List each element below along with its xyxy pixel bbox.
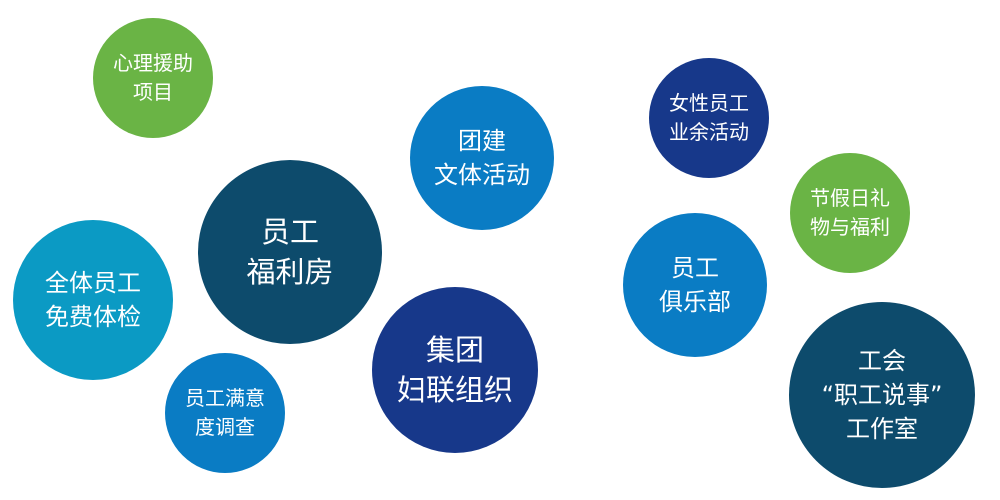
bubble-label: 福利房 xyxy=(246,255,334,289)
bubble-label: 物与福利 xyxy=(810,215,890,239)
bubble-label: 业余活动 xyxy=(669,120,749,144)
bubble-label: 女性员工 xyxy=(669,91,749,115)
bubble-label: 团建 xyxy=(458,127,506,155)
bubble-label: 节假日礼 xyxy=(810,186,890,210)
bubble-female-activities: 女性员工 业余活动 xyxy=(649,58,769,178)
bubble-staff-housing: 员工 福利房 xyxy=(198,160,382,344)
bubble-label: “职工说事” xyxy=(821,381,943,409)
bubble-holiday-gifts: 节假日礼 物与福利 xyxy=(790,153,910,273)
bubble-satisfaction-survey: 员工满意 度调查 xyxy=(165,353,285,473)
bubble-label: 集团 xyxy=(425,333,484,367)
bubble-label: 妇联组织 xyxy=(396,373,513,407)
bubble-womens-federation: 集团 妇联组织 xyxy=(372,287,538,453)
bubble-psychological-aid: 心理援助 项目 xyxy=(93,18,213,138)
bubble-label: 工会 xyxy=(858,347,906,375)
bubble-team-building: 团建 文体活动 xyxy=(410,86,554,230)
bubble-label: 心理援助 xyxy=(113,51,193,75)
bubble-union-studio: 工会 “职工说事” 工作室 xyxy=(789,302,975,488)
bubble-staff-club: 员工 俱乐部 xyxy=(623,213,767,357)
bubble-label: 全体员工 xyxy=(45,269,141,297)
bubble-label: 员工 xyxy=(671,254,719,282)
bubble-label: 文体活动 xyxy=(434,161,530,189)
bubble-label: 俱乐部 xyxy=(659,288,731,316)
bubble-label: 员工满意 xyxy=(185,386,265,410)
bubble-label: 度调查 xyxy=(195,415,255,439)
bubble-free-checkup: 全体员工 免费体检 xyxy=(13,220,173,380)
bubble-label: 项目 xyxy=(133,80,173,104)
bubble-label: 员工 xyxy=(260,215,319,249)
bubble-label: 免费体检 xyxy=(45,303,141,331)
bubble-label: 工作室 xyxy=(846,415,918,443)
